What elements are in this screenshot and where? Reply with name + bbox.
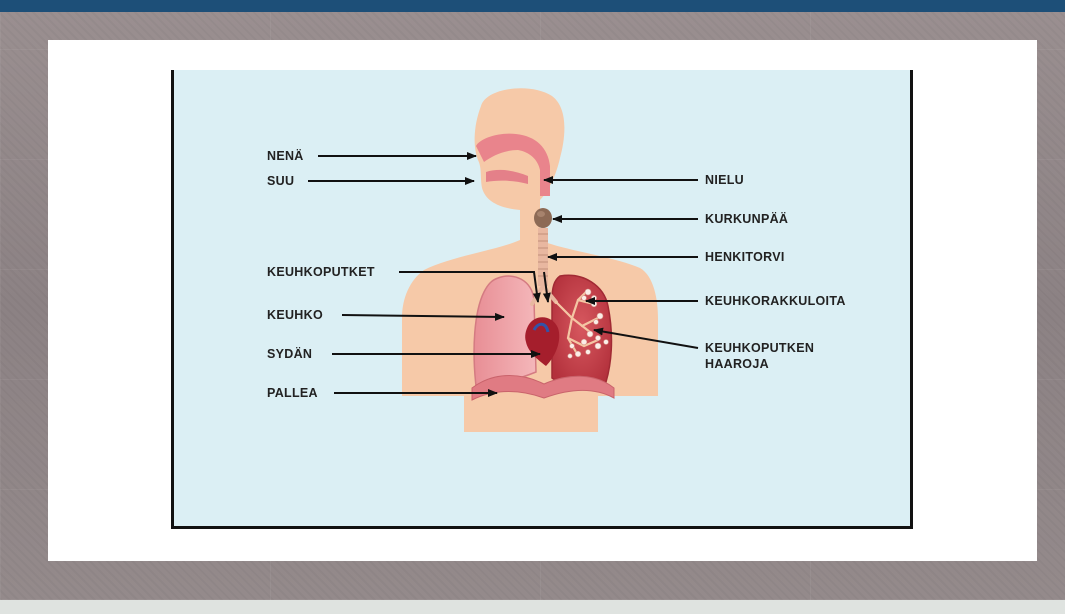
label-keuhkorakkuloita: KEUHKORAKKULOITA	[705, 294, 846, 309]
label-henkitorvi: HENKITORVI	[705, 250, 785, 265]
label-haaroja: HAAROJA	[705, 357, 769, 372]
label-suu: SUU	[267, 174, 294, 189]
label-kurkunpaa: KURKUNPÄÄ	[705, 212, 788, 227]
label-nielu: NIELU	[705, 173, 744, 188]
label-sydan: SYDÄN	[267, 347, 312, 362]
label-nena: NENÄ	[267, 149, 304, 164]
label-pallea: PALLEA	[267, 386, 318, 401]
label-keuhkoputket: KEUHKOPUTKET	[267, 265, 375, 280]
label-keuhko: KEUHKO	[267, 308, 323, 323]
label-keuhkoputken: KEUHKOPUTKEN	[705, 341, 814, 356]
larynx	[534, 208, 552, 228]
trachea	[538, 228, 548, 286]
